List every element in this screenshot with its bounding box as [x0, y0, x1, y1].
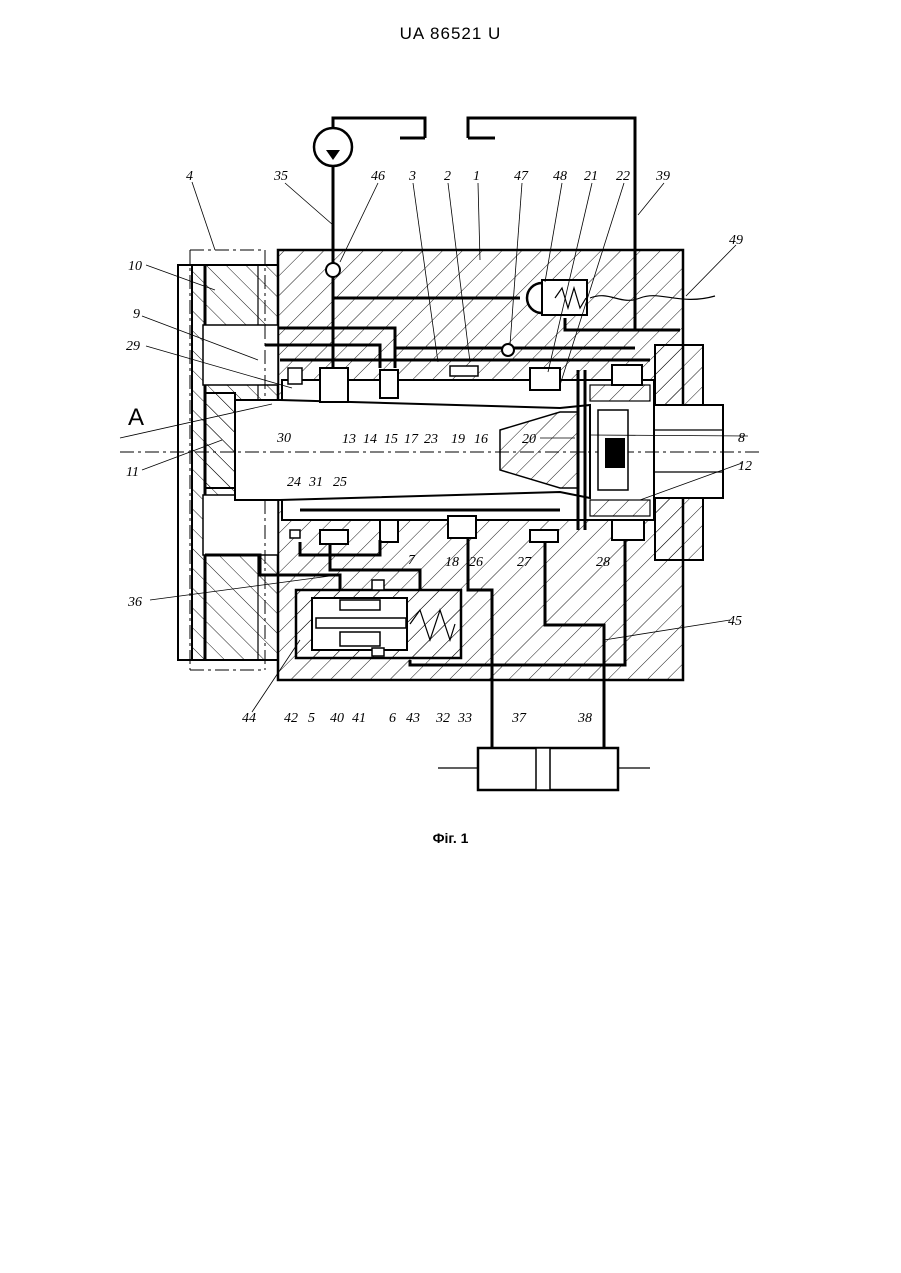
- label-44: 44: [242, 711, 256, 726]
- label-21: 21: [584, 169, 598, 184]
- label-41: 41: [352, 711, 366, 726]
- label-3: 3: [408, 169, 416, 184]
- label-40: 40: [330, 711, 344, 726]
- label-33: 33: [457, 711, 472, 726]
- label-35: 35: [273, 169, 288, 184]
- label-30: 30: [276, 431, 291, 446]
- label-28: 28: [596, 555, 610, 570]
- label-11: 11: [126, 465, 139, 480]
- label-23: 23: [424, 432, 438, 447]
- valve-block: [296, 580, 461, 658]
- label-9: 9: [133, 307, 140, 322]
- figure-caption: Фіг. 1: [0, 830, 901, 846]
- view-marker-a: A: [128, 404, 144, 431]
- label-4: 4: [186, 169, 193, 184]
- label-45: 45: [728, 614, 742, 629]
- label-32: 32: [435, 711, 450, 726]
- label-37: 37: [511, 711, 527, 726]
- label-36: 36: [127, 595, 142, 610]
- label-42: 42: [284, 711, 298, 726]
- label-46: 46: [371, 169, 385, 184]
- label-29: 29: [126, 339, 140, 354]
- label-27: 27: [517, 555, 532, 570]
- label-24: 24: [287, 475, 301, 490]
- label-49: 49: [729, 233, 743, 248]
- label-13: 13: [342, 432, 356, 447]
- label-7: 7: [408, 553, 416, 568]
- label-1: 1: [473, 169, 480, 184]
- label-12: 12: [738, 459, 752, 474]
- label-8: 8: [738, 431, 745, 446]
- label-38: 38: [577, 711, 592, 726]
- label-48: 48: [553, 169, 567, 184]
- label-10: 10: [128, 259, 142, 274]
- label-43: 43: [406, 711, 420, 726]
- label-16: 16: [474, 432, 488, 447]
- label-6: 6: [389, 711, 396, 726]
- label-39: 39: [655, 169, 670, 184]
- label-20: 20: [522, 432, 536, 447]
- label-5: 5: [308, 711, 315, 726]
- label-15: 15: [384, 432, 398, 447]
- label-17: 17: [404, 432, 419, 447]
- label-19: 19: [451, 432, 465, 447]
- label-31: 31: [308, 475, 323, 490]
- label-18: 18: [445, 555, 459, 570]
- label-14: 14: [363, 432, 377, 447]
- label-26: 26: [469, 555, 483, 570]
- label-25: 25: [333, 475, 347, 490]
- label-47: 47: [514, 169, 529, 184]
- label-2: 2: [444, 169, 451, 184]
- label-22: 22: [616, 169, 630, 184]
